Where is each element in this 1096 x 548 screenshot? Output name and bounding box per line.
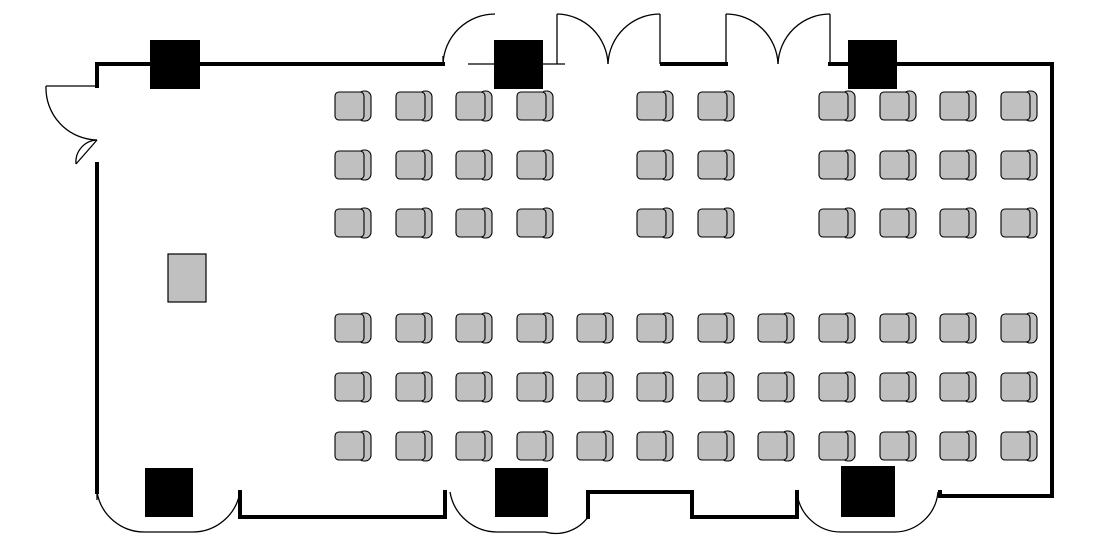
chair — [697, 312, 735, 344]
wall-bottom-middle-recess — [586, 490, 799, 519]
chair — [395, 90, 433, 122]
chair — [939, 149, 977, 181]
wall-bottom-left-recess — [238, 490, 447, 519]
chair — [576, 371, 614, 403]
chair — [879, 207, 917, 239]
chair — [1000, 371, 1038, 403]
chair — [516, 149, 554, 181]
chair — [939, 207, 977, 239]
chair — [879, 149, 917, 181]
column-bottom-right — [841, 466, 895, 517]
chair — [455, 207, 493, 239]
chair — [334, 371, 372, 403]
chair — [818, 312, 856, 344]
wall-top-right — [828, 62, 1054, 498]
chair — [636, 371, 674, 403]
door-top-3 — [725, 13, 831, 65]
chair — [1000, 312, 1038, 344]
chair — [697, 90, 735, 122]
chair — [516, 371, 554, 403]
column-top-middle — [494, 40, 543, 89]
seating — [334, 90, 1038, 462]
chair — [697, 430, 735, 462]
door-bottom-1 — [96, 491, 241, 533]
chair — [697, 207, 735, 239]
chair — [395, 371, 433, 403]
chair — [516, 90, 554, 122]
chair — [636, 207, 674, 239]
chair — [334, 149, 372, 181]
chair — [334, 207, 372, 239]
chair — [939, 312, 977, 344]
column-top-left — [150, 40, 200, 89]
door-bottom-3 — [796, 491, 939, 533]
chair — [1000, 149, 1038, 181]
chair — [455, 430, 493, 462]
chair — [879, 430, 917, 462]
chair — [395, 430, 433, 462]
chair — [636, 312, 674, 344]
chair — [939, 371, 977, 403]
chair — [395, 149, 433, 181]
door-left-upper — [45, 85, 98, 165]
chair — [636, 149, 674, 181]
chair — [334, 90, 372, 122]
chair — [1000, 207, 1038, 239]
chair — [576, 430, 614, 462]
column-top-right — [848, 40, 897, 89]
columns — [145, 40, 897, 517]
column-bottom-middle — [495, 468, 548, 517]
chair — [516, 207, 554, 239]
chair — [818, 371, 856, 403]
door-bottom-2 — [449, 491, 589, 535]
chair — [697, 371, 735, 403]
chair — [636, 90, 674, 122]
walls — [95, 62, 1054, 519]
chair — [455, 312, 493, 344]
chair — [455, 149, 493, 181]
door-top-2 — [556, 13, 661, 65]
chair — [757, 371, 795, 403]
chair — [939, 430, 977, 462]
chair — [818, 90, 856, 122]
chair — [334, 430, 372, 462]
chair — [395, 207, 433, 239]
chair — [455, 371, 493, 403]
column-bottom-left — [145, 468, 193, 517]
chair — [939, 90, 977, 122]
chair — [697, 149, 735, 181]
chair — [636, 430, 674, 462]
chair — [818, 207, 856, 239]
chair — [576, 312, 614, 344]
chair — [395, 312, 433, 344]
chair — [1000, 90, 1038, 122]
chair — [757, 430, 795, 462]
chair — [1000, 430, 1038, 462]
chair — [516, 430, 554, 462]
chair — [757, 312, 795, 344]
chair — [516, 312, 554, 344]
chair — [818, 149, 856, 181]
podium — [167, 253, 207, 303]
wall-top-left — [95, 62, 445, 88]
chair — [879, 90, 917, 122]
chair — [334, 312, 372, 344]
chair — [879, 371, 917, 403]
chair — [818, 430, 856, 462]
chair — [879, 312, 917, 344]
chair — [455, 90, 493, 122]
